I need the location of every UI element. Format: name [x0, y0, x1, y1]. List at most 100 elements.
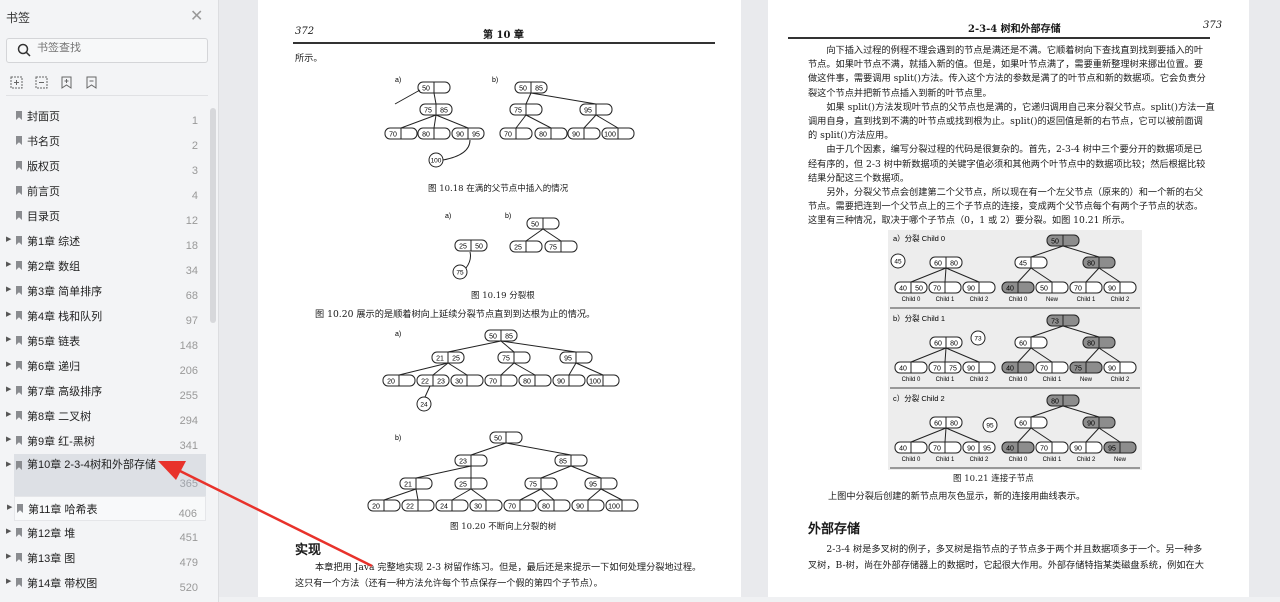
bookmark-icon: [16, 336, 22, 345]
bookmark-page: 12: [185, 215, 198, 227]
svg-text:40: 40: [1006, 445, 1014, 452]
child-label: Child 2: [970, 457, 989, 463]
close-icon[interactable]: ✕: [190, 8, 204, 25]
tree-node: 40: [1001, 361, 1035, 374]
bookmark-search[interactable]: [6, 38, 208, 63]
bookmark-label: 第3章 简单排序: [27, 286, 103, 298]
expand-triangle-icon[interactable]: ▶: [6, 436, 12, 443]
bookmark-icon: [16, 553, 22, 562]
child-label: Child 0: [902, 377, 921, 383]
remove-bookmark-icon[interactable]: [85, 76, 98, 89]
svg-text:22: 22: [421, 378, 429, 385]
svg-text:95: 95: [986, 423, 994, 430]
bookmark-page: 365: [179, 478, 198, 490]
tree-node: 45: [1014, 256, 1048, 269]
svg-text:73: 73: [1051, 318, 1059, 325]
tree-node: 50: [417, 81, 451, 94]
bookmark-icon: [16, 286, 22, 295]
svg-text:50: 50: [1051, 238, 1059, 245]
tree-node: 23: [454, 454, 488, 467]
text-line: 结果分配这三个数据项。: [808, 172, 910, 184]
svg-text:75: 75: [514, 107, 522, 114]
svg-text:70: 70: [504, 131, 512, 138]
svg-text:75: 75: [502, 355, 510, 362]
expand-triangle-icon[interactable]: ▶: [6, 528, 12, 535]
bookmark-page: 1: [191, 115, 198, 127]
expand-triangle-icon[interactable]: ▶: [6, 261, 12, 268]
svg-text:80: 80: [950, 340, 958, 347]
figure-caption: 图 10.21 连接子节点: [953, 474, 1034, 484]
tree-node: 90: [552, 374, 586, 387]
tree-node: 100: [605, 499, 639, 512]
tree-node: 85: [554, 454, 588, 467]
svg-text:20: 20: [387, 378, 395, 385]
svg-text:90: 90: [967, 445, 975, 452]
svg-text:95: 95: [472, 131, 480, 138]
svg-text:95: 95: [564, 355, 572, 362]
expand-triangle-icon[interactable]: ▶: [6, 236, 12, 243]
bookmark-icon: [16, 528, 22, 537]
page-number: 372: [295, 26, 315, 37]
expand-triangle-icon[interactable]: ▶: [6, 553, 12, 560]
bookmark-search-input[interactable]: [37, 42, 197, 54]
scrollbar[interactable]: [210, 108, 216, 323]
expand-triangle-icon[interactable]: ▶: [6, 578, 12, 585]
bookmark-icon: [16, 361, 22, 370]
expand-triangle-icon[interactable]: ▶: [6, 411, 12, 418]
text-line: 的 split()方法应用。: [808, 130, 894, 142]
expand-triangle-icon[interactable]: ▶: [6, 311, 12, 318]
expand-triangle-icon[interactable]: ▶: [6, 286, 12, 293]
bookmark-icon: [16, 461, 22, 470]
svg-text:70: 70: [933, 365, 941, 372]
expand-all-icon[interactable]: [10, 76, 23, 89]
svg-text:95: 95: [589, 481, 597, 488]
expand-triangle-icon[interactable]: ▶: [7, 504, 13, 511]
svg-text:23: 23: [459, 458, 467, 465]
tree-node: 80: [1082, 336, 1116, 349]
svg-text:80: 80: [1087, 340, 1095, 347]
tree-node: 90: [1103, 281, 1137, 294]
collapse-all-icon[interactable]: [35, 76, 48, 89]
svg-text:25: 25: [514, 244, 522, 251]
page-number: 373: [1203, 20, 1223, 31]
new-value-circle: 75: [452, 264, 468, 280]
svg-text:100: 100: [431, 158, 442, 165]
svg-text:90: 90: [967, 285, 975, 292]
tree-node: 100: [586, 374, 620, 387]
expand-triangle-icon[interactable]: ▶: [6, 336, 12, 343]
svg-text:50: 50: [915, 285, 923, 292]
new-value-circle: 24: [416, 396, 432, 412]
expand-triangle-icon[interactable]: ▶: [6, 386, 12, 393]
svg-text:85: 85: [440, 107, 448, 114]
svg-text:75: 75: [529, 481, 537, 488]
expand-triangle-icon[interactable]: ▶: [6, 361, 12, 368]
bookmark-label: 第14章 带权图: [27, 578, 98, 590]
tree-node: 70: [484, 374, 518, 387]
add-bookmark-icon[interactable]: [60, 76, 73, 89]
new-value-circle: 73: [970, 330, 986, 346]
expand-triangle-icon[interactable]: ▶: [6, 461, 12, 468]
